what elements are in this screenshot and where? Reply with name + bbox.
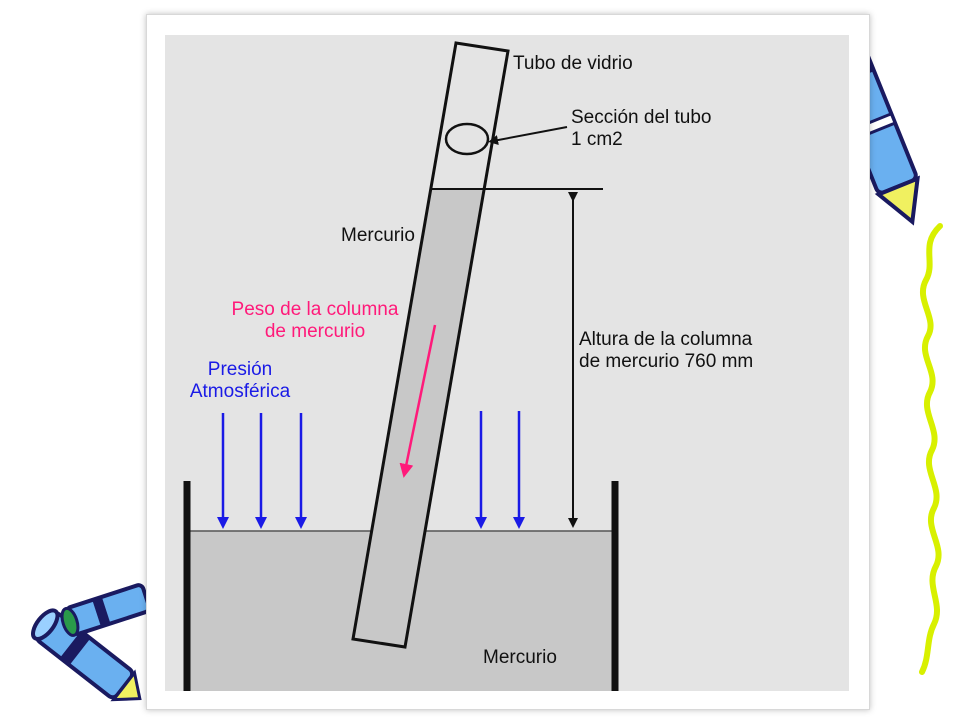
label-glass-tube: Tubo de vidrio xyxy=(513,53,633,74)
label-tube-section-1: Sección del tubo xyxy=(571,107,712,128)
diagram-panel: Tubo de vidrio Sección del tubo 1 cm2 Me… xyxy=(146,14,870,710)
glass-tube xyxy=(351,41,510,649)
tube-section-icon xyxy=(444,122,490,156)
squiggle-line xyxy=(919,223,943,675)
label-mercury-basin: Mercurio xyxy=(483,647,557,668)
label-atm-pressure-2: Atmosférica xyxy=(189,381,291,402)
tube-mercury xyxy=(353,189,483,647)
label-column-weight-1: Peso de la columna xyxy=(231,299,399,320)
crayon-icon xyxy=(31,583,150,702)
label-column-height-1: Altura de la columna xyxy=(579,329,753,350)
label-tube-section-2: 1 cm2 xyxy=(571,129,623,150)
barometer-diagram xyxy=(165,35,849,691)
label-column-weight-2: de mercurio xyxy=(264,321,366,342)
label-mercury-tube: Mercurio xyxy=(341,225,415,246)
label-column-height-2: de mercurio 760 mm xyxy=(579,351,754,372)
label-atm-pressure-1: Presión xyxy=(207,359,273,380)
section-pointer xyxy=(488,126,568,145)
weight-arrow xyxy=(399,324,437,478)
